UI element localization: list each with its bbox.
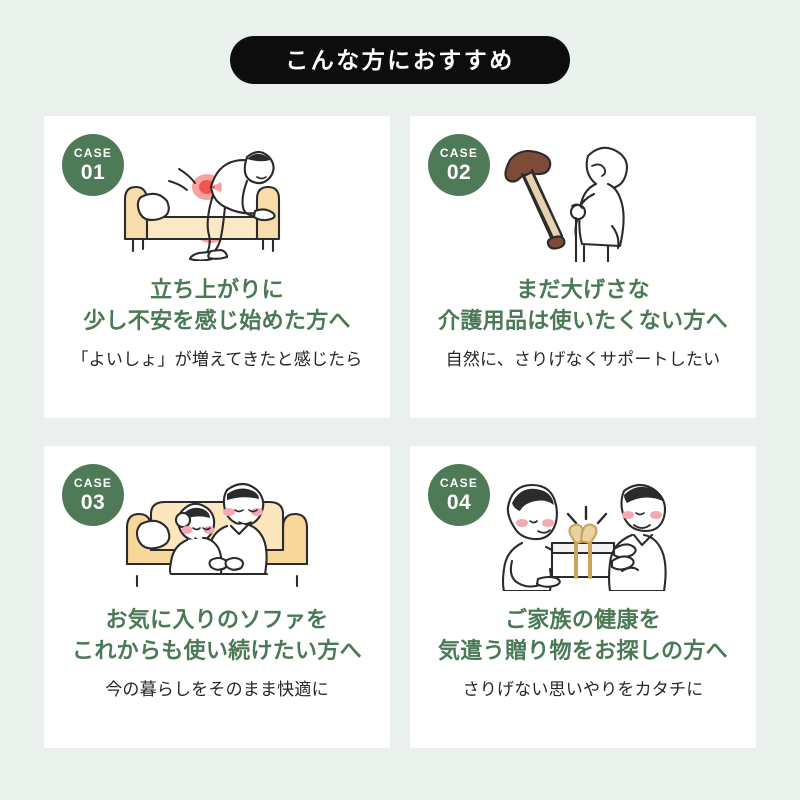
case-card-01-text: 立ち上がりに 少し不安を感じ始めた方へ 「よいしょ」が増えてきたと感じたら [44,274,390,372]
heading-line-1: 立ち上がりに [150,277,284,302]
case-card-04-text: ご家族の健康を 気遣う贈り物をお探しの方へ さりげない思いやりをカタチに [410,604,756,702]
case-badge-number: 03 [80,491,106,514]
illustration-elderly-person-with-cane [410,130,756,266]
heading-line-2: 気遣う贈り物をお探しの方へ [438,638,728,664]
case-badge-number: 02 [446,161,472,184]
section-header: こんな方におすすめ [0,36,800,84]
case-card-02-subtext: 自然に、さりげなくサポートしたい [445,350,721,370]
case-card-04-subtext: さりげない思いやりをカタチに [462,680,704,700]
case-card-grid: CASE 01 [44,116,756,748]
case-badge-number: 04 [446,491,472,514]
heading-line-1: まだ大げさな [516,277,650,302]
case-card-03[interactable]: CASE 03 [44,446,390,748]
case-card-03-text: お気に入りのソファを これからも使い続けたい方へ 今の暮らしをそのまま快適に [44,604,390,702]
case-badge-number: 01 [80,161,106,184]
case-card-03-subtext: 今の暮らしをそのまま快適に [105,680,329,700]
case-card-04[interactable]: CASE 04 [410,446,756,748]
heading-line-2: 介護用品は使いたくない方へ [438,308,728,334]
case-card-02-text: まだ大げさな 介護用品は使いたくない方へ 自然に、さりげなくサポートしたい [410,274,756,372]
section-header-pill: こんな方におすすめ [230,36,570,84]
heading-line-2: 少し不安を感じ始めた方へ [83,308,351,334]
case-card-02[interactable]: CASE 02 [410,116,756,418]
illustration-couple-with-gift-box [410,460,756,596]
heading-line-2: これからも使い続けたい方へ [72,638,362,664]
case-badge-03: CASE 03 [62,464,124,526]
case-card-01-heading: 立ち上がりに 少し不安を感じ始めた方へ [52,274,382,336]
case-badge-04: CASE 04 [428,464,490,526]
case-badge-label: CASE [73,476,113,490]
illustration-elderly-couple-on-sofa [44,460,390,596]
case-card-03-heading: お気に入りのソファを これからも使い続けたい方へ [52,604,382,666]
case-card-01[interactable]: CASE 01 [44,116,390,418]
case-card-02-heading: まだ大げさな 介護用品は使いたくない方へ [418,274,748,336]
case-badge-label: CASE [73,146,113,160]
heading-line-1: お気に入りのソファを [105,607,329,632]
case-card-01-subtext: 「よいしょ」が増えてきたと感じたら [71,350,363,370]
case-badge-01: CASE 01 [62,134,124,196]
heading-line-1: ご家族の健康を [504,607,662,632]
illustration-person-standing-up-from-sofa [44,130,390,266]
case-badge-02: CASE 02 [428,134,490,196]
section-title: こんな方におすすめ [285,46,515,73]
case-badge-label: CASE [439,476,479,490]
case-card-04-heading: ご家族の健康を 気遣う贈り物をお探しの方へ [418,604,748,666]
case-badge-label: CASE [439,146,479,160]
